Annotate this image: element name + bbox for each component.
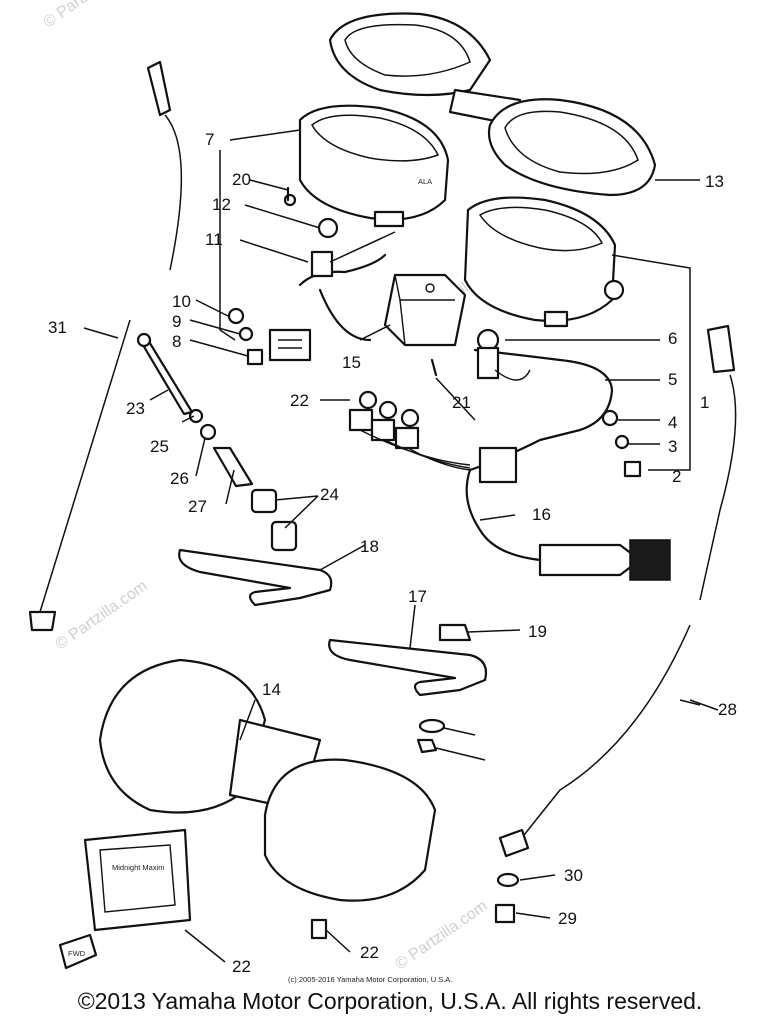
callout-label: 30: [564, 866, 583, 885]
callout-label: 2: [672, 467, 681, 486]
relay-box-part: [383, 273, 467, 347]
watermark: © Partzilla.com: [53, 578, 151, 654]
fwd-label: FWD: [68, 949, 86, 958]
callout-label: 16: [532, 505, 551, 524]
indicator-bulb-part: [310, 217, 396, 278]
callout-label: 8: [172, 332, 181, 351]
bulb-socket-part: [476, 328, 531, 381]
callout-label: 15: [342, 353, 361, 372]
speedometer-part: ALA: [298, 104, 450, 228]
callout-label: 23: [126, 399, 145, 418]
meter-cover-part: [328, 12, 657, 197]
callout-label: 26: [170, 469, 189, 488]
main-harness-part: [465, 348, 671, 581]
callout-label: 10: [172, 292, 191, 311]
tacho-cable-part: [498, 324, 737, 858]
callout-label: 22: [360, 943, 379, 962]
callout-label: 3: [668, 437, 677, 456]
callout-label: 22: [290, 391, 309, 410]
callout-label: 31: [48, 318, 67, 337]
fasteners-part: [188, 186, 642, 940]
callout-label: 25: [150, 437, 169, 456]
callout-label: 18: [360, 537, 379, 556]
bracket-upper-part: [328, 623, 488, 697]
callout-label: 19: [528, 622, 547, 641]
bulb-sockets-part: [348, 390, 471, 471]
callout-labels: 1 2 3 4 5 6 7 8 9 10 11 12 13 14 15 16 1…: [48, 130, 737, 976]
callout-label: 22: [232, 957, 251, 976]
watermark: © Partzilla.com: [393, 898, 491, 974]
bracket-lower-part: [178, 548, 333, 607]
callout-label: 4: [668, 413, 677, 432]
callout-label: 13: [705, 172, 724, 191]
callout-label: 29: [558, 909, 577, 928]
wire-harness-part: [268, 253, 387, 362]
callout-label: 7: [205, 130, 214, 149]
callout-label: 12: [212, 195, 231, 214]
callout-label: 1: [700, 393, 709, 412]
callout-label: 6: [668, 329, 677, 348]
callout-label: 9: [172, 312, 181, 331]
callout-label: 17: [408, 587, 427, 606]
copyright-footer: ©2013 Yamaha Motor Corporation, U.S.A. A…: [77, 988, 703, 1014]
callout-label: 27: [188, 497, 207, 516]
meter-case-part: [98, 658, 437, 902]
watermark: © Partzilla.com: [41, 0, 139, 31]
panel-script: Midnight Maxim: [112, 863, 165, 872]
callout-label: 24: [320, 485, 339, 504]
callout-label: 14: [262, 680, 281, 699]
leader-lines: [83, 129, 719, 963]
indicator-panel-part: Midnight Maxim FWD: [58, 828, 192, 970]
callout-label: 28: [718, 700, 737, 719]
callout-label: 11: [205, 230, 223, 249]
callout-label: 21: [452, 393, 471, 412]
gauge-mark: ALA: [418, 177, 432, 186]
callout-label: 5: [668, 370, 677, 389]
speedo-cable-part: [28, 60, 183, 632]
credit-text: (c) 2005-2016 Yamaha Motor Corporation, …: [288, 975, 452, 984]
callout-label: 20: [232, 170, 251, 189]
mount-hardware-part: [136, 332, 298, 552]
tachometer-part: [463, 196, 625, 328]
